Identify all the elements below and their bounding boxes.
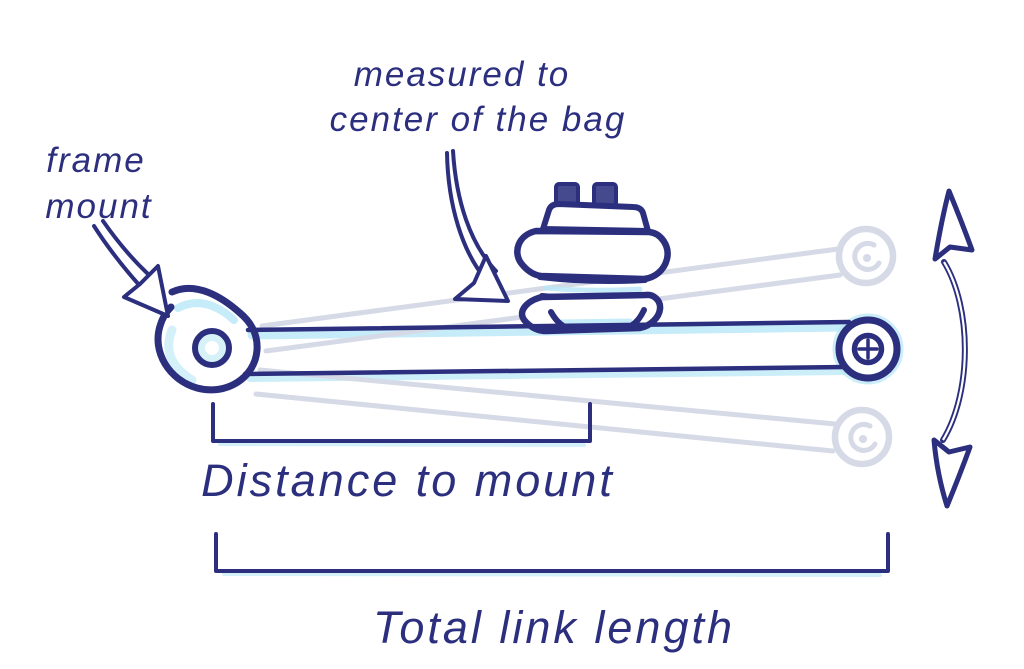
axle-bushing: [835, 316, 901, 382]
link-arm: [242, 319, 852, 377]
frame-mount-pivot: [154, 284, 261, 394]
distance-label: Distance to mount: [201, 455, 615, 506]
air-bag: [514, 182, 671, 335]
frame-mount-label-line1: frame: [46, 141, 145, 180]
bag-pointer-arrow-icon: [445, 149, 510, 303]
articulation-arrow-icon: [931, 188, 975, 509]
frame-mount-label-line2: mount: [45, 187, 152, 226]
frame-mount-arrow-icon: [92, 219, 170, 318]
measured-to-label-line2: center of the bag: [330, 100, 627, 139]
total-link-bracket: [214, 532, 890, 573]
distance-bracket: [211, 402, 592, 443]
ghost-link-lower: [253, 367, 893, 468]
measured-to-label-line1: measured to: [354, 55, 571, 94]
total-link-length-label: Total link length: [373, 602, 735, 653]
